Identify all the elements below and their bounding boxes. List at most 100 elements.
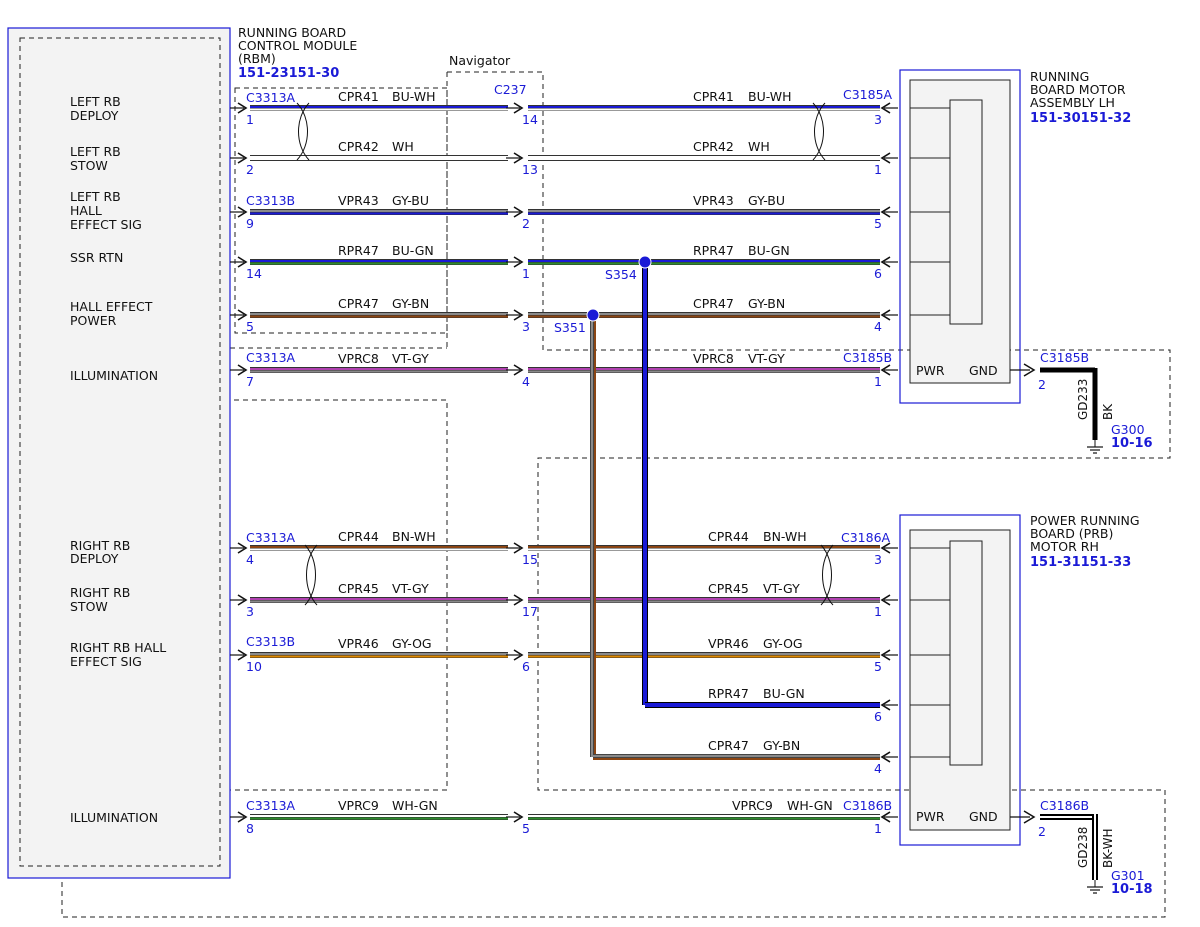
motor-rh-element xyxy=(949,540,983,766)
navigator-dashed-region xyxy=(57,71,1171,918)
motor-lh-outer xyxy=(899,69,1021,404)
left-rb-stow-label-2: STOW xyxy=(70,158,108,173)
pin-motor-rh-5: 5 xyxy=(874,659,882,674)
module-title-3: (RBM) xyxy=(238,51,276,66)
motor-lh-title-2: BOARD MOTOR xyxy=(1030,82,1126,97)
wire-rpr47-color-right: BU-GN xyxy=(748,243,790,258)
ground-g301-ref-link[interactable]: 10-18 xyxy=(1111,882,1153,897)
pin-motor-lh-3: 3 xyxy=(874,112,882,127)
wire-cpr45-color-right: VT-GY xyxy=(763,581,800,596)
pin-motor-lh-1: 1 xyxy=(874,374,882,389)
circuit-labels: LEFT RB DEPLOY LEFT RB STOW LEFT RB HALL… xyxy=(70,94,166,825)
pin-motor-lh-1: 1 xyxy=(874,162,882,177)
pin-nav-1: 1 xyxy=(522,266,530,281)
wire-cpr47-circuit-right: CPR47 xyxy=(693,296,734,311)
connector-c3313a-2: C3313A xyxy=(246,350,296,365)
wire-cpr47-color-left: GY-BN xyxy=(392,296,429,311)
arrow-vprc9-motor xyxy=(880,811,891,823)
connector-c3313a-3: C3313A xyxy=(246,530,296,545)
wire-cpr41-circuit-left: CPR41 xyxy=(338,89,379,104)
motor-rh-ref-link[interactable]: 151-31151-33 xyxy=(1030,555,1131,570)
wire-vprc8-color-left: VT-GY xyxy=(392,351,429,366)
wire-vpr43-color-left: GY-BU xyxy=(392,193,429,208)
left-rb-hall-label-3: EFFECT SIG xyxy=(70,217,142,232)
pin-module-4: 4 xyxy=(246,552,254,567)
motor-lh: PWR GND RUNNING BOARD MOTOR ASSEMBLY LH … xyxy=(899,69,1131,404)
motor-rh-gnd: GND xyxy=(969,809,998,824)
arrow-cpr44-module xyxy=(237,542,248,554)
arrow-cpr47-motor xyxy=(880,309,891,321)
wire-rpr47-circuit-left: RPR47 xyxy=(338,243,379,258)
splice-runs xyxy=(590,262,880,760)
wire-vpr46-color-right: GY-OG xyxy=(763,636,803,651)
connector-c3185b-2: C3185B xyxy=(1040,350,1089,365)
arrow-cpr41-nav xyxy=(513,102,524,114)
ground-g300-color: BK xyxy=(1101,403,1115,420)
motor-lh-ref-link[interactable]: 151-30151-32 xyxy=(1030,111,1131,126)
pin-module-2: 2 xyxy=(246,162,254,177)
pin-module-9: 9 xyxy=(246,216,254,231)
right-rb-stow-label-2: STOW xyxy=(70,599,108,614)
wire-vpr46-circuit-left: VPR46 xyxy=(338,636,379,651)
pin-module-10: 10 xyxy=(246,659,262,674)
arrow-cpr41-motor xyxy=(880,102,891,114)
wire-rpr47-color-rh: BU-GN xyxy=(763,686,805,701)
module-title-2: CONTROL MODULE xyxy=(238,38,357,53)
rbm-module-box xyxy=(7,27,231,879)
arrow-cpr42-nav xyxy=(513,152,524,164)
wire-vpr43-right xyxy=(528,209,880,215)
pin-motor-rh-3: 3 xyxy=(874,552,882,567)
ground-g300-ref-link[interactable]: 10-16 xyxy=(1111,436,1153,451)
rpr47-vertical-run xyxy=(642,262,880,708)
illumination-label-2: ILLUMINATION xyxy=(70,810,158,825)
wire-vprc9-right xyxy=(528,814,880,820)
module-ref-link[interactable]: 151-23151-30 xyxy=(238,66,339,81)
arrow-vpr46-motor xyxy=(880,649,891,661)
arrow-cpr42-motor xyxy=(880,152,891,164)
motor-lh-title-3: ASSEMBLY LH xyxy=(1030,95,1115,110)
arrow-vpr43-nav xyxy=(513,206,524,218)
ssr-rtn-label: SSR RTN xyxy=(70,250,123,265)
twist-left-top xyxy=(296,102,310,161)
wire-cpr41-circuit-right: CPR41 xyxy=(693,89,734,104)
motor-lh-title-1: RUNNING xyxy=(1030,69,1089,84)
twist-left-bottom xyxy=(304,544,318,606)
arrow-cpr47-motor-rh xyxy=(880,751,891,763)
motor-rh: PWR GND POWER RUNNING BOARD (PRB) MOTOR … xyxy=(899,513,1140,846)
left-rb-stow-label-1: LEFT RB xyxy=(70,144,121,159)
arrow-rpr47-nav xyxy=(513,256,524,268)
wire-cpr42-color-right: WH xyxy=(748,139,770,154)
pin-motor-lh-6: 6 xyxy=(874,266,882,281)
wire-cpr45-right xyxy=(528,597,880,603)
wire-cpr41-left xyxy=(250,105,508,111)
wire-cpr45-circuit-right: CPR45 xyxy=(708,581,749,596)
wire-cpr41-color-left: BU-WH xyxy=(392,89,436,104)
pin-module-3: 3 xyxy=(246,604,254,619)
splice-s354-dot xyxy=(638,255,652,269)
wire-rpr47-left xyxy=(250,259,508,265)
pin-nav-5: 5 xyxy=(522,821,530,836)
right-rb-deploy-label-1: RIGHT RB xyxy=(70,538,130,553)
pin-motor-rh-6: 6 xyxy=(874,709,882,724)
motor-rh-title-2: BOARD (PRB) xyxy=(1030,526,1113,541)
pin-nav-17: 17 xyxy=(522,604,538,619)
wire-vpr46-circuit-right: VPR46 xyxy=(708,636,749,651)
arrow-cpr47-module xyxy=(237,309,248,321)
arrow-cpr45-nav xyxy=(513,594,524,606)
wire-cpr45-color-left: VT-GY xyxy=(392,581,429,596)
twisted-pair-markers xyxy=(296,102,834,606)
wire-rpr47-right xyxy=(528,259,880,265)
motor-lh-pwr: PWR xyxy=(916,363,945,378)
wire-cpr47-left xyxy=(250,312,508,318)
connector-c3185b-1: C3185B xyxy=(843,350,892,365)
wire-cpr47-circuit-left: CPR47 xyxy=(338,296,379,311)
arrow-vprc9-module xyxy=(237,811,248,823)
wire-vpr46-left xyxy=(250,652,508,658)
left-rb-deploy-label-1: LEFT RB xyxy=(70,94,121,109)
wire-cpr41-right xyxy=(528,105,880,111)
arrow-vpr46-module xyxy=(237,649,248,661)
connector-c3186b-2: C3186B xyxy=(1040,798,1089,813)
wire-vprc8-circuit-left: VPRC8 xyxy=(338,351,379,366)
